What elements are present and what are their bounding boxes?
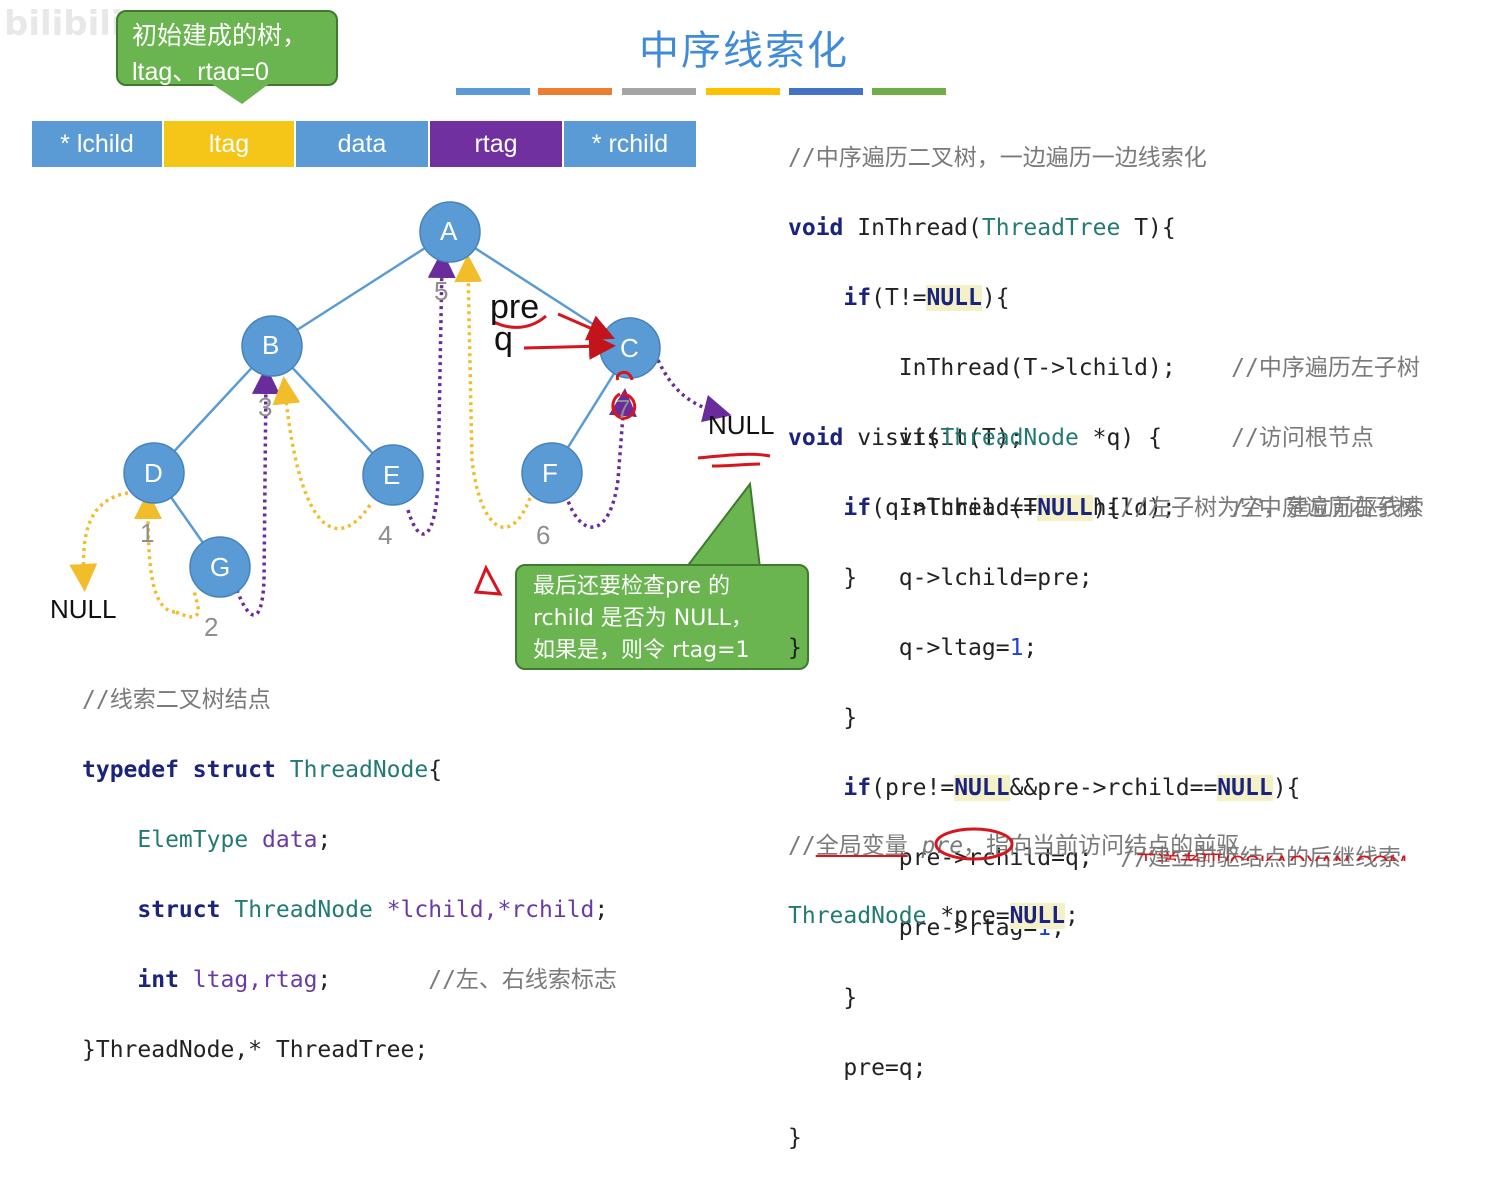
visit-line-2: if(q->lchild==NULL){//左子树为空，建立前驱线索 — [843, 495, 1425, 521]
code-visit: void visit(ThreadNode *q) { if(q->lchild… — [788, 386, 1424, 1191]
field-data: data — [296, 121, 430, 167]
callout-check-pre: 最后还要检查pre 的 rchild 是否为 NULL， 如果是，则令 rtag… — [515, 564, 809, 670]
visit-line-4: q->ltag=1; — [898, 635, 1038, 661]
visit-line-5: } — [843, 705, 858, 731]
field-rchild: * rchild — [564, 121, 696, 167]
inthread-line-5: InThread(T->rchild); //中序遍历右子树 — [899, 495, 1420, 521]
node-e: E — [383, 460, 401, 490]
field-lchild: * lchild — [32, 121, 164, 167]
inthread-line-4: visit(T); //访问根节点 — [898, 425, 1374, 451]
struct-line-3: struct ThreadNode *lchild,*rchild; — [137, 897, 609, 923]
node-b: B — [262, 330, 280, 360]
node-d: D — [144, 458, 163, 488]
struct-line-2: ElemType data; — [137, 827, 332, 853]
q-label: q — [494, 320, 513, 358]
callout-check-line3: 如果是，则令 rtag=1 — [533, 638, 750, 663]
node-g: G — [210, 552, 231, 582]
struct-line-4: int ltag,rtag; //左、右线索标志 — [137, 967, 617, 993]
step-4: 4 — [378, 520, 393, 550]
title-bar-4 — [706, 88, 780, 95]
title-bar-6 — [872, 88, 946, 95]
tree-nodes — [123, 201, 661, 598]
null-right-label: NULL — [708, 410, 775, 440]
inthread-comment: //中序遍历二叉树，一边遍历一边线索化 — [788, 145, 1207, 171]
visit-line-3: q->lchild=pre; — [898, 565, 1093, 591]
tree-edges — [152, 230, 632, 568]
inthread-line-7: } — [788, 635, 802, 661]
pre-label: pre — [490, 288, 540, 326]
field-rtag: rtag — [430, 121, 564, 167]
visit-line-10: pre=q; — [843, 1055, 927, 1081]
title-bar-5 — [789, 88, 863, 95]
step-2: 2 — [204, 612, 219, 642]
field-ltag: ltag — [164, 121, 296, 167]
title-bar-2 — [538, 88, 612, 95]
red-annotations — [473, 312, 771, 596]
visit-line-1: void visit(ThreadNode *q) { — [788, 425, 1162, 451]
inthread-line-3: InThread(T->lchild); //中序遍历左子树 — [898, 355, 1420, 381]
callout-check-pointer — [683, 481, 762, 569]
page-title: 中序线索化 — [639, 28, 849, 74]
global-comment: //全局变量 pre，指向当前访问结点的前驱 — [788, 833, 1240, 859]
title-bar-1 — [456, 88, 530, 95]
title-bar-3 — [622, 88, 696, 95]
node-c: C — [620, 333, 639, 363]
node-field-layout: * lchild ltag data rtag * rchild — [32, 121, 696, 167]
step-5: 5 — [434, 276, 449, 306]
callout-initial-tree: 初始建成的树， ltag、rtag=0 — [116, 10, 338, 86]
code-inthread: //中序遍历二叉树，一边遍历一边线索化 void InThread(Thread… — [788, 106, 1420, 701]
step-1: 1 — [140, 518, 155, 548]
thread-paths — [69, 250, 732, 619]
step-6: 6 — [536, 520, 551, 550]
callout-check-line2: rchild 是否为 NULL， — [533, 606, 753, 631]
struct-line-1: typedef struct ThreadNode{ — [82, 757, 443, 783]
struct-comment: //线索二叉树结点 — [82, 687, 271, 713]
visit-line-6: if(pre!=NULL&&pre->rchild==NULL){ — [843, 775, 1301, 801]
watermark-logo: bilibili — [4, 4, 123, 44]
pre-circle-annotation — [934, 827, 1014, 861]
visit-line-9: } — [843, 985, 858, 1011]
node-a: A — [440, 216, 458, 246]
inthread-line-6: } — [843, 565, 858, 591]
inthread-line-2: if(T!=NULL){ — [843, 285, 1010, 311]
code-threadnode-struct: //线索二叉树结点 typedef struct ThreadNode{ Ele… — [82, 648, 617, 1103]
code-global-pre: //全局变量 pre，指向当前访问结点的前驱 ThreadNode *pre=N… — [788, 794, 1239, 969]
footer-watermark: 王道考研/CSKAOYAN.COM — [1135, 846, 1407, 861]
callout-initial-pointer — [206, 80, 274, 104]
callout-check-line1: 最后还要检查pre 的 — [533, 574, 731, 599]
visit-line-11: } — [788, 1125, 802, 1151]
node-f: F — [542, 458, 558, 488]
struct-line-5: }ThreadNode,* ThreadTree; — [82, 1037, 429, 1063]
threaded-tree-diagram — [69, 201, 771, 619]
step-3: 3 — [258, 392, 273, 422]
null-left-label: NULL — [50, 594, 117, 624]
step-7: 7 — [616, 394, 631, 424]
inthread-line-1: void InThread(ThreadTree T){ — [788, 215, 1176, 241]
callout-initial-line1: 初始建成的树， — [132, 21, 308, 50]
global-line-1: ThreadNode *pre=NULL; — [788, 903, 1079, 929]
